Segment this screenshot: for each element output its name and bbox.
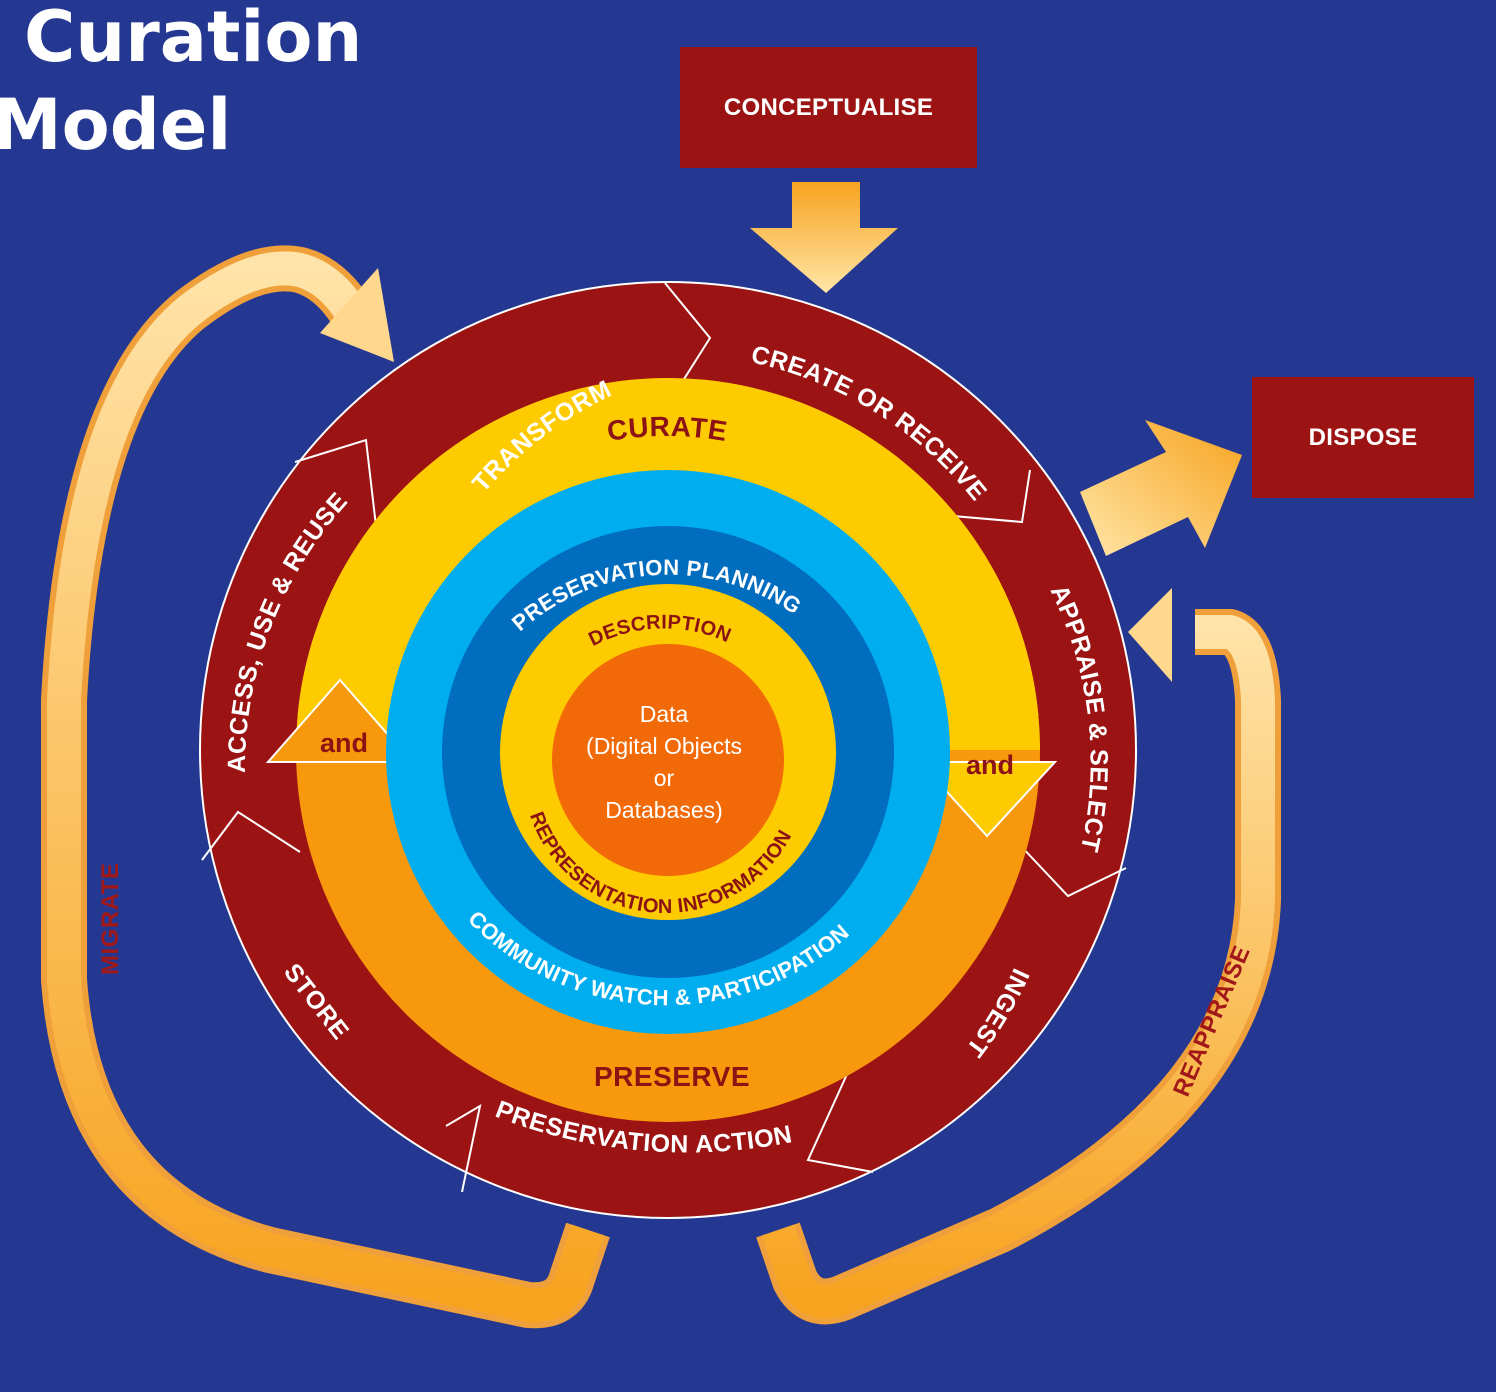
data-core (552, 644, 784, 876)
core-line-1: Data (640, 701, 689, 727)
title-line-1: Curation (24, 0, 363, 78)
preserve-label: PRESERVE (594, 1061, 750, 1092)
core-line-4: Databases) (605, 797, 723, 823)
core-line-2: (Digital Objects (586, 733, 742, 759)
curate-label: CURATE (605, 411, 730, 447)
core-line-3: or (654, 765, 675, 791)
dispose-arrow (1080, 420, 1242, 556)
conceptualise-box: CONCEPTUALISE (680, 47, 977, 168)
preserve-arrowhead (265, 678, 415, 763)
curate-arrowhead (917, 761, 1058, 838)
segment-dividers (201, 282, 1127, 1193)
migrate-label: MIGRATE (97, 863, 124, 975)
reappraise-loop-arrow (756, 588, 1281, 1325)
migrate-loop-arrow (41, 245, 610, 1329)
and-label-right: and (966, 750, 1014, 780)
conceptualise-arrow (750, 182, 898, 293)
title-line-2: Model (0, 84, 232, 166)
and-label-left: and (320, 728, 368, 758)
dispose-box: DISPOSE (1252, 377, 1474, 498)
